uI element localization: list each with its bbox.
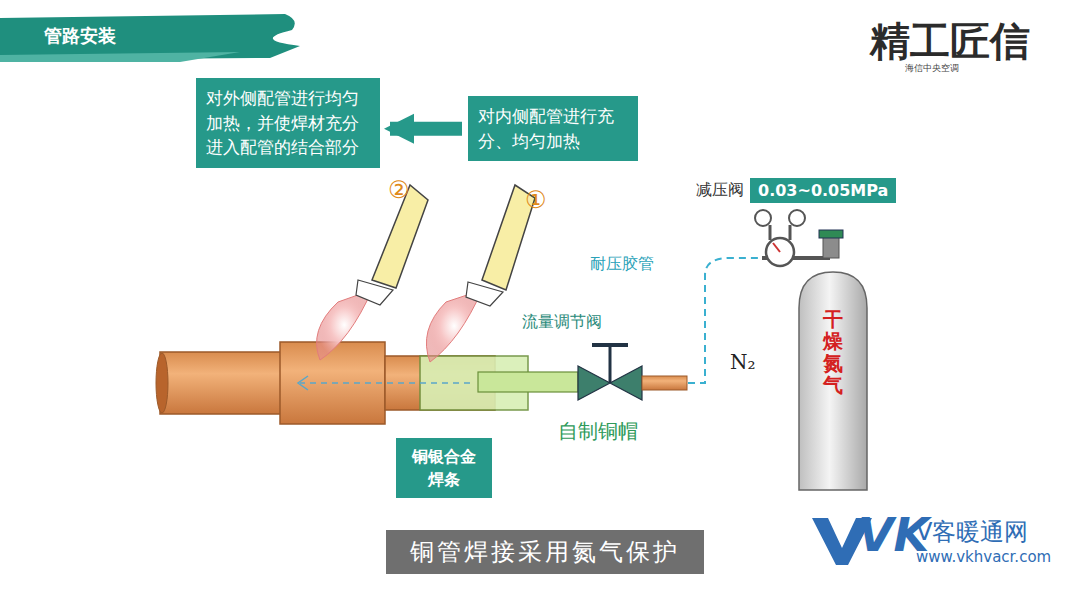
part-label: 自制铜帽 [558, 418, 638, 445]
watermark-text: V客暖通网 [916, 516, 1028, 548]
caption-bar: 铜管焊接采用氮气保护 [386, 530, 704, 574]
part-label: 耐压胶管 [590, 254, 654, 275]
outer-pipe [160, 352, 290, 414]
cap-nozzle [478, 372, 578, 392]
brand-logo: 精工匠信 [870, 14, 1030, 69]
cylinder-knob [819, 230, 843, 238]
callout-number: ① [525, 186, 547, 214]
callout-box: 对外侧配管进行均匀加热，并使焊材充分进入配管的结合部分 [196, 78, 380, 168]
node-text: 铜银合金焊条 [406, 445, 482, 491]
valve-handle [592, 343, 628, 347]
gauge-stem [769, 225, 772, 240]
brand-subtitle: 海信中央空调 [905, 62, 959, 75]
feed-pipe [642, 376, 687, 390]
cylinder-valve [823, 236, 839, 258]
regulator-gauge [766, 238, 794, 266]
callout-number: ② [388, 176, 410, 204]
part-label: 流量调节阀 [522, 312, 602, 333]
gauge [789, 210, 805, 226]
title-banner [0, 14, 300, 60]
node-text: 对内侧配管进行充分、均匀加热 [478, 104, 628, 153]
gas-symbol: N₂ [730, 350, 756, 374]
nitrogen-cylinder: 干燥氮气 [795, 268, 871, 494]
regulator-label: 减压阀0.03~0.05MPa [696, 178, 908, 203]
gauge-needle [773, 243, 780, 252]
node-text: 0.03~0.05MPa [750, 178, 896, 203]
pipe-end [156, 353, 168, 413]
nitrogen-flow [300, 382, 470, 384]
node-text: 干燥氮气 [823, 308, 843, 494]
flow-arrow [298, 376, 308, 390]
rod-label-box: 铜银合金焊条 [396, 438, 492, 498]
flow-arrow [390, 122, 462, 136]
torch-flame [317, 290, 372, 360]
section-title: 管路安装 [44, 24, 116, 48]
banner-stroke [0, 52, 240, 62]
node-text: 对外侧配管进行均匀加热，并使焊材充分进入配管的结合部分 [206, 86, 370, 160]
torch-tip [466, 282, 503, 306]
torch-flame [426, 290, 482, 362]
pressure-hose [688, 258, 758, 383]
gauge-stem [789, 225, 792, 240]
torch-tip [356, 280, 393, 305]
valve-stem [609, 346, 612, 383]
gauge [755, 210, 771, 226]
node-text: 减压阀 [696, 178, 750, 201]
callout-box: 对内侧配管进行充分、均匀加热 [468, 96, 638, 161]
watermark-url: www.vkhvacr.com [916, 548, 1051, 566]
